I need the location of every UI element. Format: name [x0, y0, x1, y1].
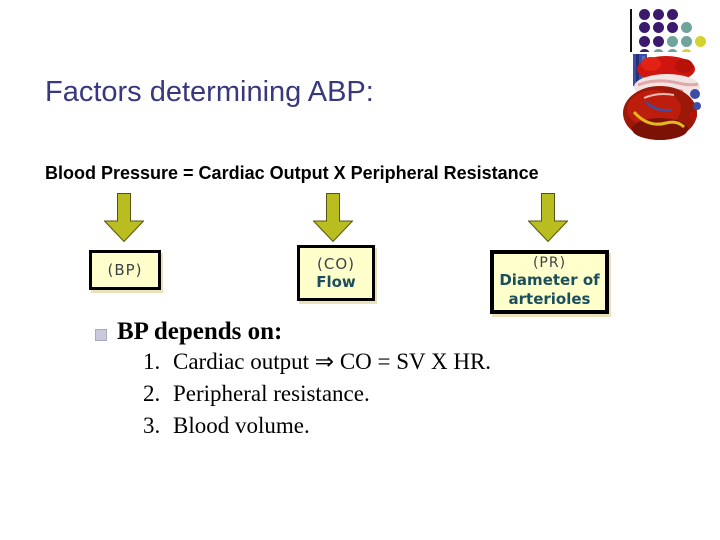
- list-item-text: Cardiac output ⇒ CO = SV X HR.: [173, 349, 492, 374]
- list-item-number: 3.: [143, 413, 161, 438]
- dot-icon: [667, 22, 678, 33]
- down-arrow-icon: [313, 193, 353, 242]
- list-item: 2. Peripheral resistance.: [143, 381, 491, 413]
- dot-icon: [639, 9, 650, 20]
- dot-icon: [653, 22, 664, 33]
- dot-icon: [681, 36, 692, 47]
- co-box: (CO) Flow: [297, 245, 375, 301]
- dot-icon: [681, 22, 692, 33]
- dot-icon: [639, 22, 650, 33]
- list-item-number: 2.: [143, 381, 161, 406]
- slide-title: Factors determining ABP:: [45, 76, 374, 108]
- co-abbreviation: (CO): [317, 254, 355, 273]
- dot-icon: [653, 36, 664, 47]
- decoration-vertical-line: [630, 9, 632, 53]
- dot-icon: [653, 9, 664, 20]
- pr-label-line1: Diameter of: [499, 271, 600, 290]
- square-bullet-icon: [95, 329, 107, 341]
- numbered-list: 1. Cardiac output ⇒ CO = SV X HR. 2. Per…: [143, 349, 491, 445]
- list-item-number: 1.: [143, 349, 161, 374]
- decoration-dots-row: [639, 22, 692, 33]
- bullet-heading: BP depends on:: [117, 318, 283, 345]
- bp-abbreviation: (BP): [107, 261, 143, 279]
- equation-text: Blood Pressure = Cardiac Output X Periph…: [45, 163, 539, 183]
- decoration-dots-row: [639, 36, 706, 47]
- list-item: 1. Cardiac output ⇒ CO = SV X HR.: [143, 349, 491, 381]
- co-label: Flow: [316, 272, 356, 291]
- pr-abbreviation: (PR): [532, 255, 567, 272]
- list-item-text: Peripheral resistance.: [173, 381, 370, 406]
- dot-icon: [639, 36, 650, 47]
- pr-label-line2: arterioles: [508, 290, 591, 308]
- down-arrow-icon: [528, 193, 568, 242]
- list-item-text: Blood volume.: [173, 413, 310, 438]
- dot-icon: [667, 9, 678, 20]
- dot-icon: [695, 36, 706, 47]
- decoration-dots-row: [639, 9, 678, 20]
- pr-box: (PR) Diameter of arterioles: [490, 250, 609, 314]
- dot-icon: [667, 36, 678, 47]
- bp-box: (BP): [89, 250, 161, 290]
- heart-illustration: [616, 52, 710, 146]
- list-item: 3. Blood volume.: [143, 413, 491, 445]
- down-arrow-icon: [104, 193, 144, 242]
- anatomical-heart-icon: [616, 52, 710, 146]
